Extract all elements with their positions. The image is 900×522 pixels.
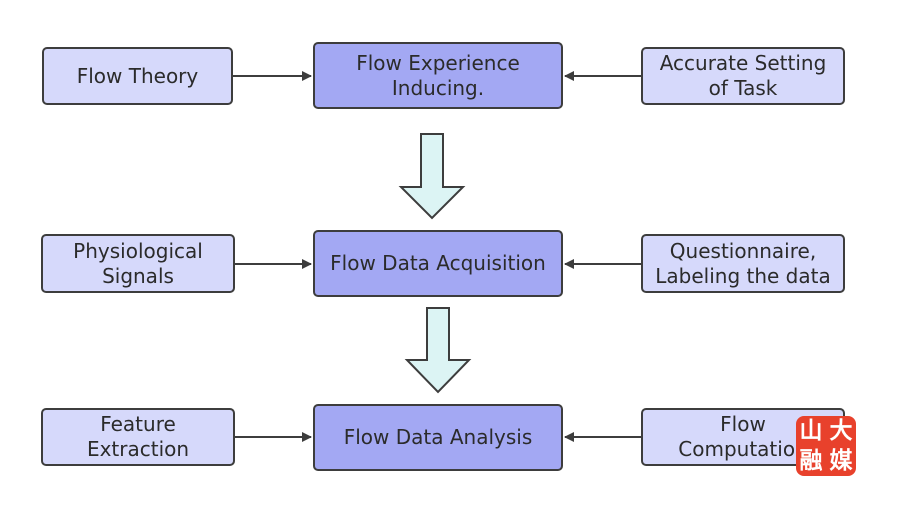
flow-experience-inducing-label: Flow Experience Inducing. bbox=[356, 50, 520, 100]
questionnaire-box: Questionnaire, Labeling the data bbox=[641, 234, 845, 293]
flow-theory-label: Flow Theory bbox=[76, 63, 199, 88]
down-arrow-2 bbox=[404, 307, 472, 394]
questionnaire-label: Questionnaire, Labeling the data bbox=[655, 238, 831, 288]
accurate-setting-label: Accurate Setting of Task bbox=[659, 51, 827, 100]
flow-data-acquisition-box: Flow Data Acquisition bbox=[313, 230, 563, 297]
logo-char-3: 融 bbox=[799, 447, 823, 474]
watermark-logo-icon: 山 大 融 媒 bbox=[796, 416, 856, 476]
accurate-setting-box: Accurate Setting of Task bbox=[641, 47, 845, 105]
logo-char-1: 山 bbox=[799, 417, 823, 444]
physiological-signals-label: Physiological Signals bbox=[73, 238, 203, 288]
down-arrow-1 bbox=[398, 133, 466, 220]
flow-data-acquisition-label: Flow Data Acquisition bbox=[330, 251, 546, 275]
logo-char-4: 媒 bbox=[829, 447, 853, 474]
logo-char-2: 大 bbox=[829, 417, 853, 444]
flow-computation-label: Flow Computation bbox=[678, 412, 808, 461]
feature-extraction-label: Feature Extraction bbox=[86, 412, 190, 461]
physiological-signals-box: Physiological Signals bbox=[41, 234, 235, 293]
flow-data-analysis-label: Flow Data Analysis bbox=[343, 425, 533, 449]
flow-theory-box: Flow Theory bbox=[42, 47, 233, 105]
feature-extraction-box: Feature Extraction bbox=[41, 408, 235, 466]
flow-experience-inducing-box: Flow Experience Inducing. bbox=[313, 42, 563, 109]
flow-data-analysis-box: Flow Data Analysis bbox=[313, 404, 563, 471]
